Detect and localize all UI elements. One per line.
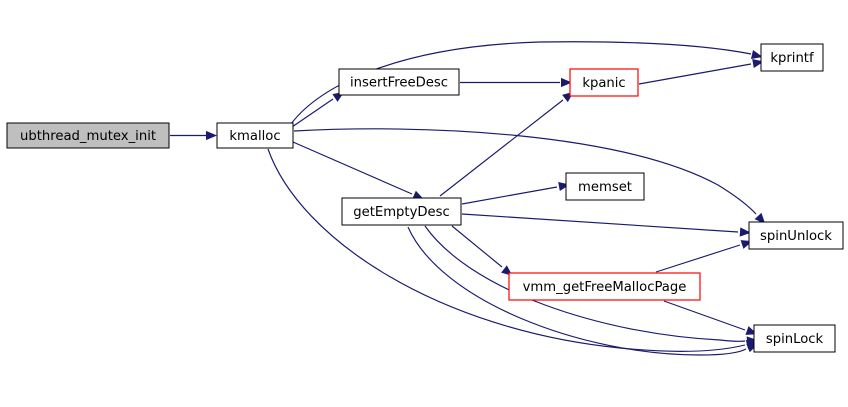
edge-line: [638, 63, 752, 85]
edge-line: [267, 148, 746, 352]
node-ubthread_mutex_init[interactable]: ubthread_mutex_init: [6, 122, 170, 149]
edge-line: [461, 213, 739, 233]
node-box[interactable]: [6, 122, 170, 149]
edge-vmm_getFreeMallocPage-to-spinLock: [663, 300, 758, 335]
edge-kmalloc-to-insertFreeDesc: [291, 91, 345, 128]
node-box[interactable]: [569, 68, 639, 97]
edge-line: [663, 300, 746, 331]
edge-kpanic-to-kprintf: [638, 58, 764, 85]
edge-getEmptyDesc-to-vmm_getFreeMallocPage: [451, 225, 513, 276]
edge-getEmptyDesc-to-spinUnlock: [461, 213, 751, 237]
edge-kmalloc-to-spinLock: [267, 148, 758, 352]
node-box[interactable]: [341, 197, 462, 226]
edges-layer: [170, 41, 766, 356]
edge-line: [461, 186, 558, 205]
arrowhead-icon: [739, 227, 751, 237]
edge-vmm_getFreeMallocPage-to-spinUnlock: [655, 240, 753, 273]
edge-line: [407, 226, 747, 356]
edge-line: [292, 141, 413, 195]
edge-getEmptyDesc-to-spinLock: [424, 225, 758, 346]
node-label: memset: [578, 180, 632, 195]
node-vmm_getFreeMallocPage[interactable]: vmm_getFreeMallocPage: [508, 272, 701, 301]
node-box[interactable]: [338, 68, 460, 96]
arrowhead-icon: [746, 336, 758, 346]
node-insertFreeDesc[interactable]: insertFreeDesc: [338, 68, 460, 96]
node-memset[interactable]: memset: [565, 172, 645, 201]
edge-line: [291, 98, 334, 128]
node-box[interactable]: [508, 272, 701, 301]
nodes-layer: ubthread_mutex_init kmalloc insertFreeDesc…: [6, 43, 844, 353]
node-label: getEmptyDesc: [353, 205, 450, 220]
edge-insertFreeDesc-to-kpanic: [460, 77, 572, 88]
edge-kmalloc-to-kprintf: [290, 41, 763, 125]
arrowhead-icon: [754, 212, 766, 225]
arrowhead-icon: [750, 50, 763, 59]
node-box[interactable]: [748, 221, 844, 250]
node-spinUnlock[interactable]: spinUnlock: [748, 221, 844, 250]
edge-kmalloc-to-getEmptyDesc: [292, 141, 425, 200]
edge-line: [290, 41, 752, 125]
edge-kmalloc-to-spinUnlock: [293, 128, 766, 225]
node-label: spinUnlock: [760, 229, 832, 244]
edge-line: [424, 225, 746, 342]
arrowhead-icon: [412, 190, 425, 200]
edge-line: [293, 128, 757, 215]
node-label: kmalloc: [229, 129, 280, 144]
node-box[interactable]: [565, 172, 645, 201]
node-getEmptyDesc[interactable]: getEmptyDesc: [341, 197, 462, 226]
node-label: kprintf: [770, 51, 814, 66]
edge-getEmptyDesc-to-memset: [461, 181, 570, 205]
node-box[interactable]: [753, 324, 836, 353]
node-box[interactable]: [216, 122, 294, 149]
edge-getEmptyDesc-to-kpanic: [439, 91, 574, 197]
node-label: insertFreeDesc: [350, 76, 448, 91]
arrowhead-icon: [561, 77, 572, 88]
edge-line: [439, 99, 564, 197]
edge-line: [655, 244, 741, 273]
node-spinLock[interactable]: spinLock: [753, 324, 836, 353]
node-kprintf[interactable]: kprintf: [760, 43, 824, 72]
arrowhead-icon: [206, 130, 217, 141]
node-label: spinLock: [766, 332, 824, 347]
node-label: kpanic: [582, 76, 625, 91]
node-kpanic[interactable]: kpanic: [569, 68, 639, 97]
node-box[interactable]: [760, 43, 824, 72]
edge-line: [451, 225, 503, 268]
node-kmalloc[interactable]: kmalloc: [216, 122, 294, 149]
node-label: vmm_getFreeMallocPage: [523, 280, 687, 295]
edge-ubthread_mutex_init-to-kmalloc: [170, 130, 217, 141]
node-label: ubthread_mutex_init: [20, 129, 156, 144]
